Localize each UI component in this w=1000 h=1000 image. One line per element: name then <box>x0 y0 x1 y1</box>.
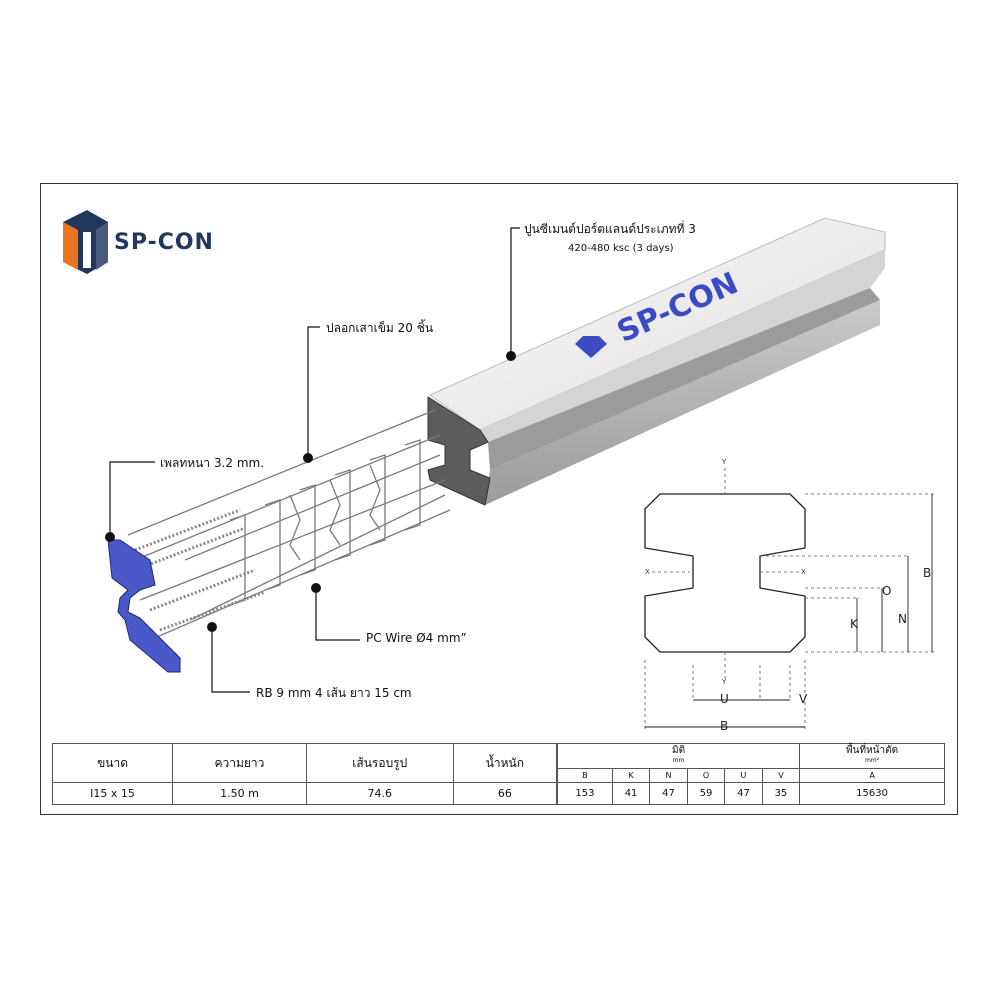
value-a: 15630 <box>799 782 945 805</box>
value-size: I15 x 15 <box>51 782 174 805</box>
dimensions-group-header: มิติ mm <box>556 743 801 769</box>
sleeve-callout: ปลอกเสาเข็ม 20 ชิ้น <box>326 321 434 335</box>
value-v: 35 <box>761 782 801 805</box>
dimensions-title: มิติ <box>672 745 686 756</box>
cement-strength-callout: 420-480 ksc (3 days) <box>568 243 674 254</box>
diamond-icon <box>575 336 607 358</box>
dim-label-n: N <box>898 612 907 626</box>
axis-x-left: X <box>645 568 650 576</box>
dim-label-b-vertical: B <box>923 566 932 580</box>
header-u: U <box>724 768 763 783</box>
value-weight: 66 <box>452 782 558 805</box>
area-title: พื้นที่หน้าตัด <box>846 745 899 756</box>
value-b: 153 <box>557 782 613 805</box>
cross-section-drawing <box>644 468 935 730</box>
plate-callout: เพลทหนา 3.2 mm. <box>160 456 265 470</box>
pc-wire-callout: PC Wire Ø4 mm” <box>366 631 467 645</box>
header-o: O <box>686 768 726 783</box>
concrete-pile-body <box>427 217 886 506</box>
value-perimeter: 74.6 <box>305 782 454 805</box>
cement-callout: ปูนซีเมนต์ปอร์ตแลนด์ประเภทที่ 3 <box>524 222 696 236</box>
rebar-bundles <box>134 508 266 632</box>
value-k: 41 <box>611 782 651 805</box>
sp-con-logo-icon <box>63 210 108 274</box>
area-group-header: พื้นที่หน้าตัด mm² <box>799 743 945 769</box>
header-a: A <box>799 768 945 783</box>
header-v: V <box>761 768 801 783</box>
value-length: 1.50 m <box>172 782 307 805</box>
axis-y-top: Y <box>722 458 727 466</box>
end-plate <box>107 539 181 673</box>
dim-label-k: K <box>850 617 858 631</box>
callout-leaders <box>109 227 520 693</box>
steel-cage <box>127 409 451 641</box>
header-k: K <box>611 768 651 783</box>
axis-x-right: X <box>801 568 806 576</box>
dim-label-b-horizontal: B <box>720 719 729 733</box>
spec-sheet-frame <box>40 183 958 815</box>
value-u: 47 <box>724 782 763 805</box>
header-n: N <box>649 768 688 783</box>
spec-table-general: ขนาด ความยาว เส้นรอบรูป น้ำหนัก I15 x 15… <box>51 743 558 805</box>
header-length: ความยาว <box>172 743 307 783</box>
value-n: 47 <box>649 782 688 805</box>
dim-label-o: O <box>882 584 892 598</box>
dimensions-unit: mm <box>672 757 685 764</box>
dim-label-v: V <box>799 692 808 706</box>
spec-table-dimensions: มิติ mm พื้นที่หน้าตัด mm² B K N O U V A… <box>556 743 945 805</box>
callout-dots <box>105 351 516 632</box>
rebar-callout: RB 9 mm 4 เส้น ยาว 15 cm <box>256 686 412 700</box>
header-perimeter: เส้นรอบรูป <box>305 743 454 783</box>
axis-y-bottom: Y <box>722 678 727 686</box>
brand-name: SP-CON <box>114 230 214 255</box>
header-weight: น้ำหนัก <box>452 743 558 783</box>
dim-label-u: U <box>720 692 729 706</box>
header-b: B <box>557 768 613 783</box>
area-unit: mm² <box>865 757 880 764</box>
header-size: ขนาด <box>51 743 174 783</box>
value-o: 59 <box>686 782 726 805</box>
